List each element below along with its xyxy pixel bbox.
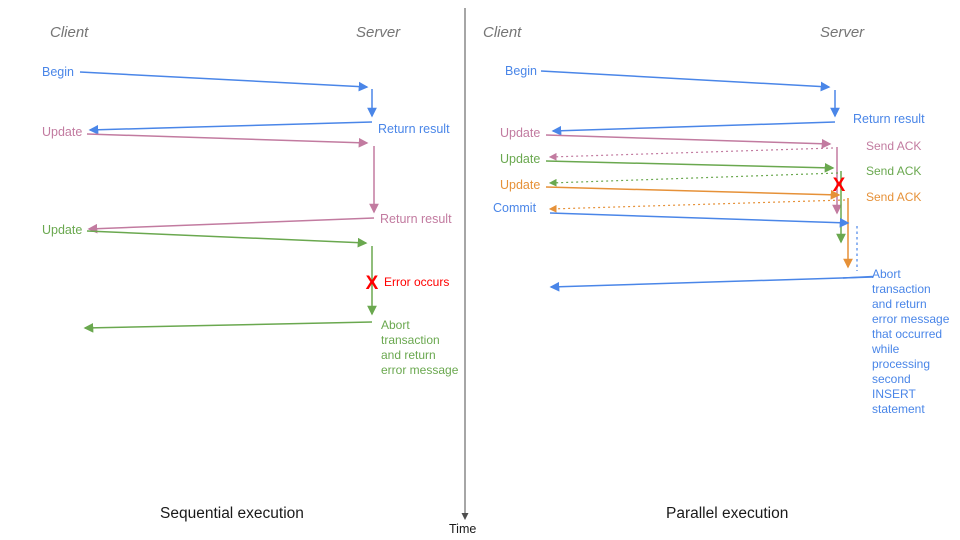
sequential-abort-note: Abort transaction and return error messa… [381,318,459,377]
parallel-abort-line-1: Abort [872,267,901,281]
parallel-begin-request-arrow [540,70,831,92]
sequential-begin-request-arrow [79,71,369,92]
sequential-panel: Client Server Begin Return result Update… [42,24,459,522]
parallel-abort-note: Abort transaction and return error messa… [871,267,950,416]
sequential-abort-response-arrow [83,321,373,333]
sequential-error-x-icon: X [366,273,379,294]
sequential-update2-label: Update [42,223,82,237]
parallel-title: Parallel execution [666,505,788,522]
parallel-abort-line-9: INSERT [872,387,916,401]
parallel-begin-label: Begin [505,64,537,78]
parallel-server-header: Server [820,24,865,41]
parallel-update1-label: Update [500,126,540,140]
parallel-update3-request-arrow [545,186,841,200]
parallel-update2-label: Update [500,152,540,166]
parallel-abort-line-2: transaction [872,282,931,296]
parallel-error-x-icon: X [833,175,846,196]
sequential-title: Sequential execution [160,505,304,522]
parallel-ack3-arrow [548,199,846,213]
parallel-begin-return-label: Return result [853,112,925,126]
sequential-abort-line-3: and return [381,348,436,362]
parallel-abort-line-7: processing [872,357,930,371]
parallel-abort-line-10: statement [872,402,925,416]
parallel-abort-line-5: that occurred [872,327,942,341]
parallel-commit-request-arrow [549,212,850,228]
parallel-ack2-label: Send ACK [866,164,921,178]
sequential-begin-response-arrow [88,121,373,135]
parallel-update1-request-arrow [545,134,832,149]
sequential-begin-label: Begin [42,65,74,79]
parallel-ack1-arrow [548,147,834,161]
parallel-commit-label: Commit [493,201,537,215]
time-axis-label: Time [449,522,476,536]
sequential-update2-request-arrow [86,230,368,248]
parallel-update3-label: Update [500,178,540,192]
parallel-ack2-arrow [548,172,839,187]
sequential-client-header: Client [50,24,89,41]
parallel-update2-request-arrow [545,160,835,173]
parallel-abort-line-4: error message [872,312,950,326]
sequential-abort-line-4: error message [381,363,459,377]
sequential-update1-request-arrow [86,133,369,148]
parallel-client-header: Client [483,24,522,41]
sequential-update1-label: Update [42,125,82,139]
parallel-ack3-label: Send ACK [866,190,921,204]
sequential-update1-response-arrow [87,217,375,234]
parallel-abort-line-6: while [871,342,900,356]
parallel-abort-line-8: second [872,372,911,386]
parallel-ack1-label: Send ACK [866,139,921,153]
sequential-server-header: Server [356,24,401,41]
sequential-update1-return-label: Return result [380,212,452,226]
parallel-begin-response-arrow [551,121,836,136]
sequential-begin-return-label: Return result [378,122,450,136]
parallel-panel: Client Server Begin Return result Update… [483,24,950,522]
sequential-error-label: Error occurs [384,275,449,289]
time-axis: Time [449,8,476,536]
sequential-abort-line-2: transaction [381,333,440,347]
sequential-abort-line-1: Abort [381,318,410,332]
parallel-abort-response-arrow [549,276,874,292]
parallel-abort-line-3: and return [872,297,927,311]
